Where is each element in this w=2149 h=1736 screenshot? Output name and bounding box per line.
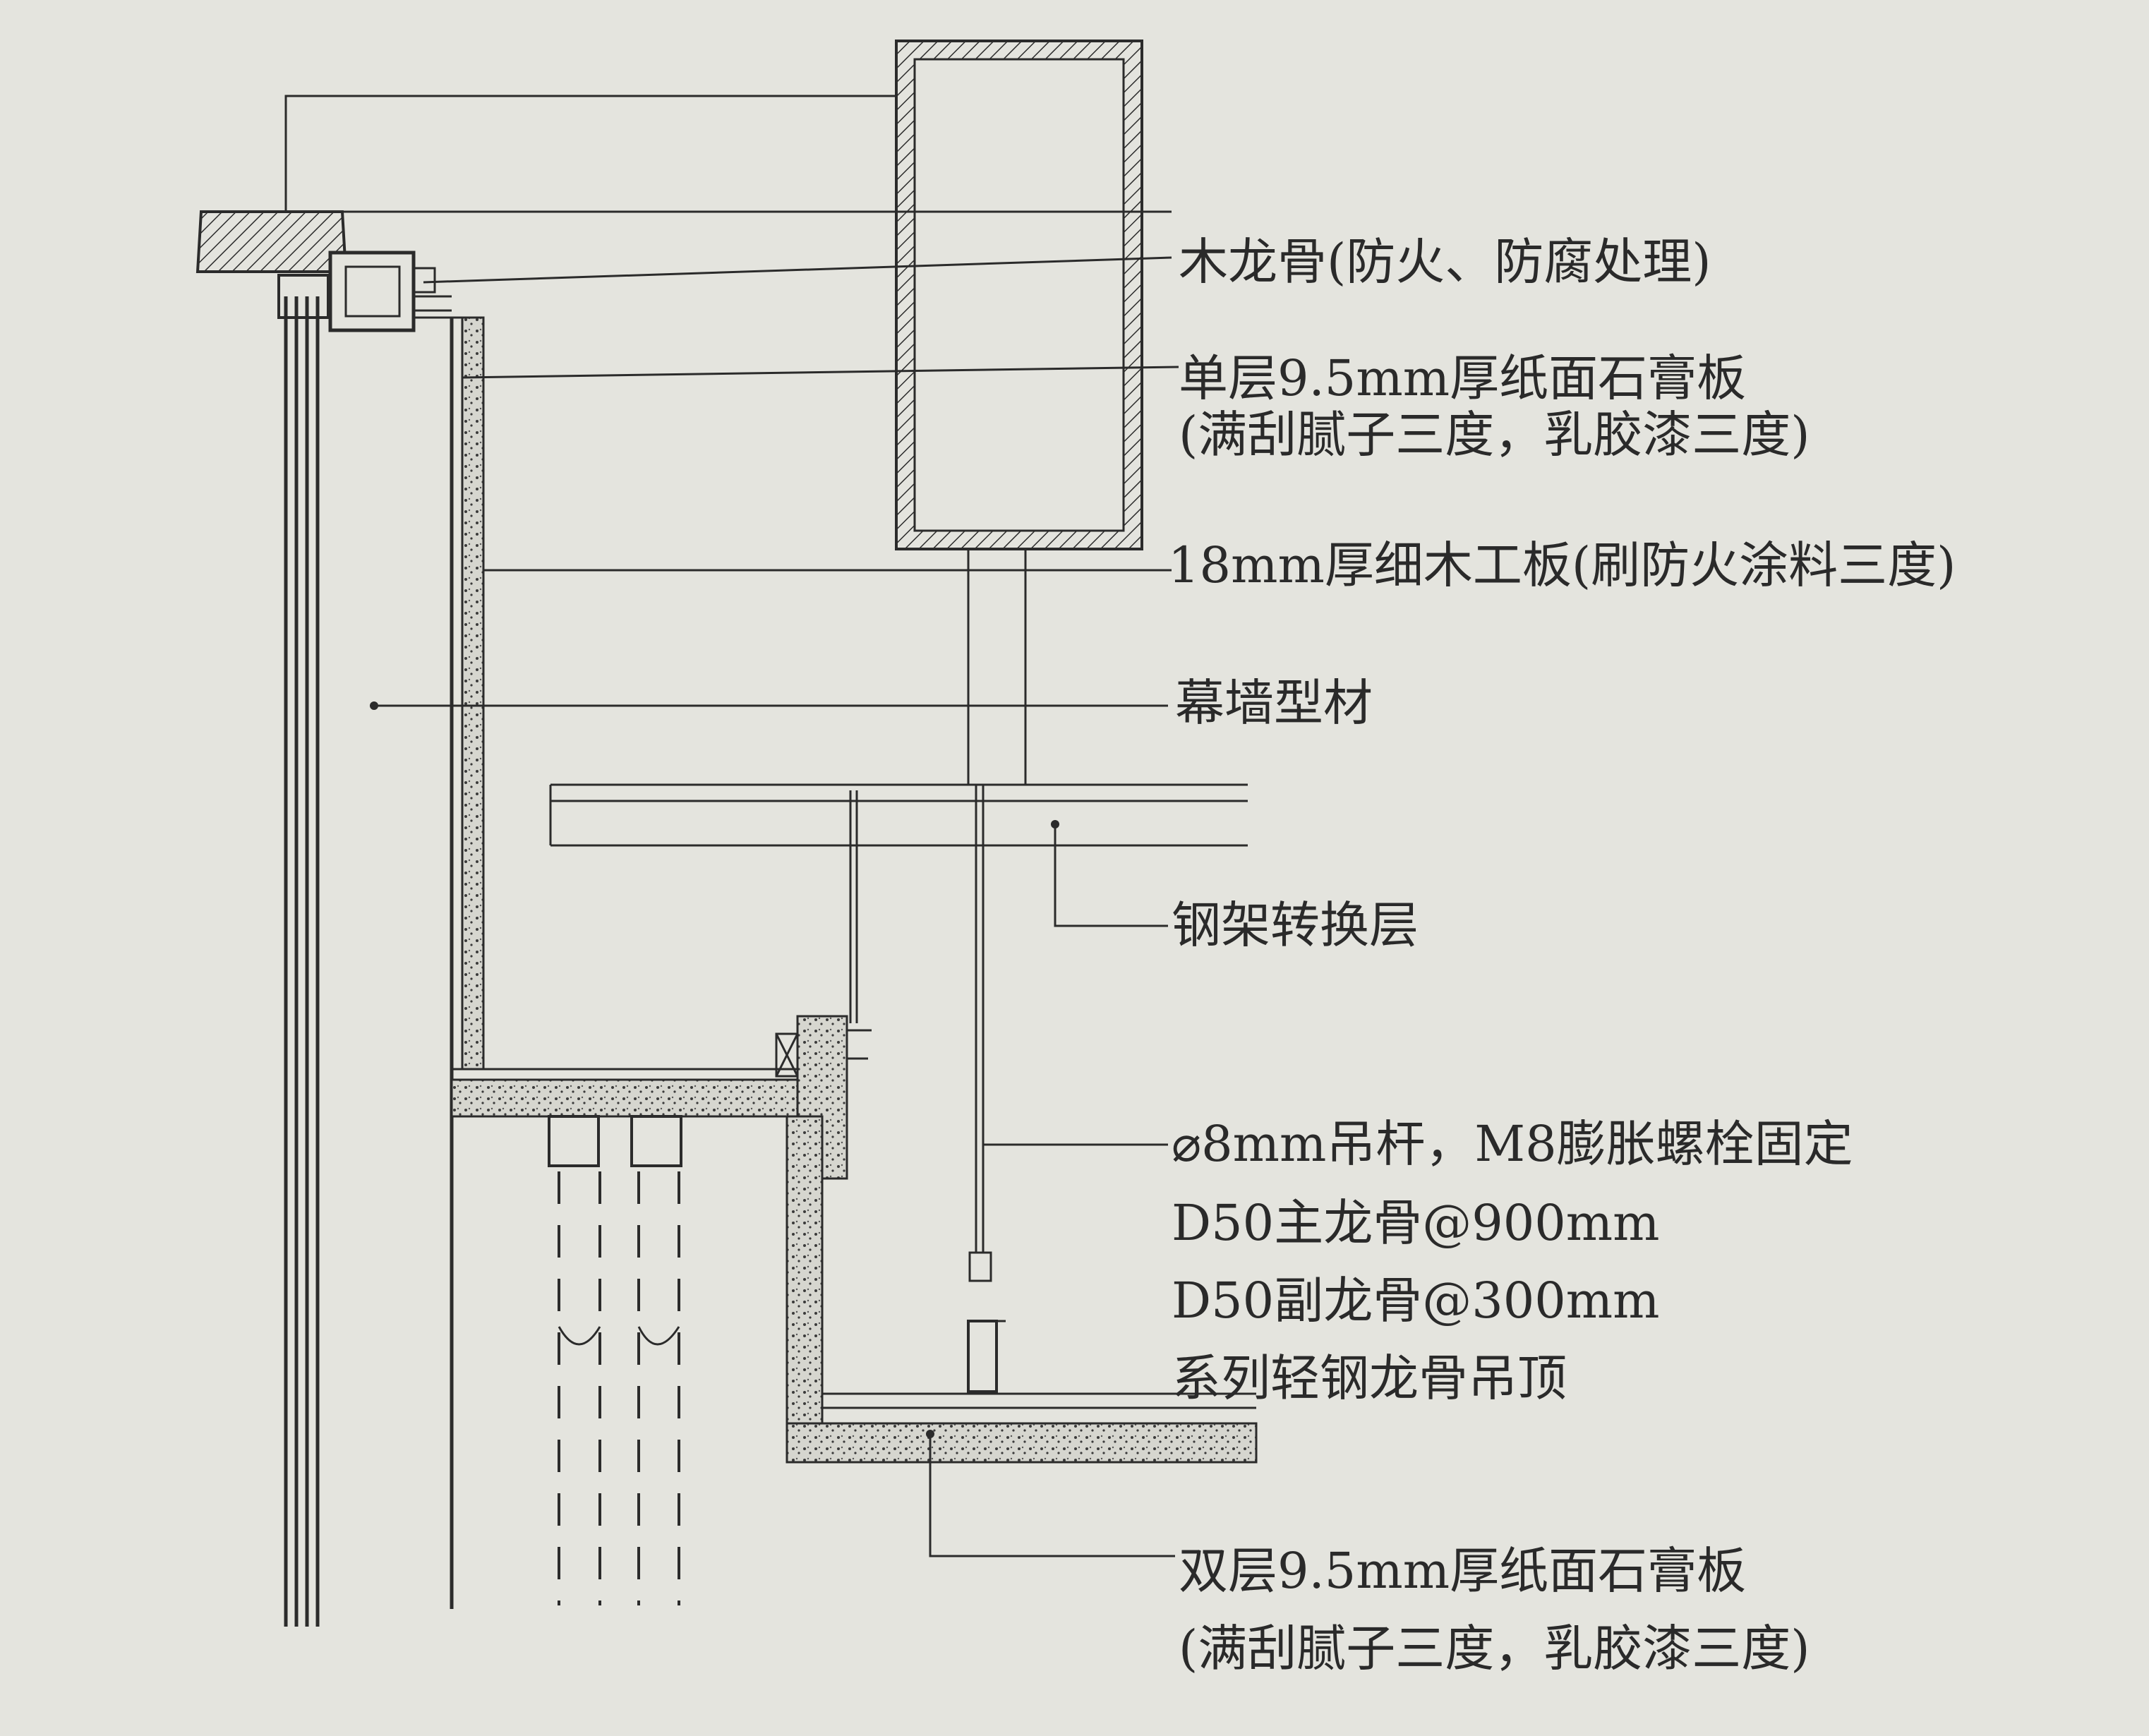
callout-curtain-wall: 幕墙型材 [1175, 674, 1373, 732]
callout-steel-frame: 钢架转换层 [1172, 896, 1419, 954]
soffit-board [450, 1078, 799, 1118]
callout-single-gypsum: 单层9.5mm厚纸面石膏板 (满刮腻子三度，乳胶漆三度) [1179, 349, 1810, 464]
curtain-track [548, 1115, 682, 1605]
pocket-hanger-rod [849, 790, 858, 1023]
callouts: 木龙骨(防火、防腐处理) 单层9.5mm厚纸面石膏板 (满刮腻子三度，乳胶漆三度… [1168, 233, 1956, 1677]
callout-blockboard: 18mm厚细木工板(刷防火涂料三度) [1168, 536, 1956, 594]
beam-hanger-posts [967, 549, 1027, 785]
curtain-pocket [775, 1015, 872, 1425]
suspended-ceiling-board [785, 1392, 1258, 1464]
mullion-top-bracket [195, 210, 452, 332]
callout-wood-keel: 木龙骨(防火、防腐处理) [1179, 233, 1711, 291]
steel-transfer-layer [549, 783, 1248, 847]
leader-lines [288, 210, 1179, 1557]
structural-beam [895, 40, 1143, 550]
callout-hanger-keel: ⌀8mm吊杆，M8膨胀螺栓固定 D50主龙骨@900mm D50副龙骨@300m… [1172, 1115, 1869, 1407]
ceiling-hanger-rod [967, 785, 1006, 1393]
curtain-wall-mullion [284, 296, 320, 1627]
top-tie-line [284, 95, 896, 212]
callout-double-gypsum: 双层9.5mm厚纸面石膏板 (满刮腻子三度，乳胶漆三度) [1179, 1542, 1810, 1677]
wall-lining [414, 316, 797, 1071]
